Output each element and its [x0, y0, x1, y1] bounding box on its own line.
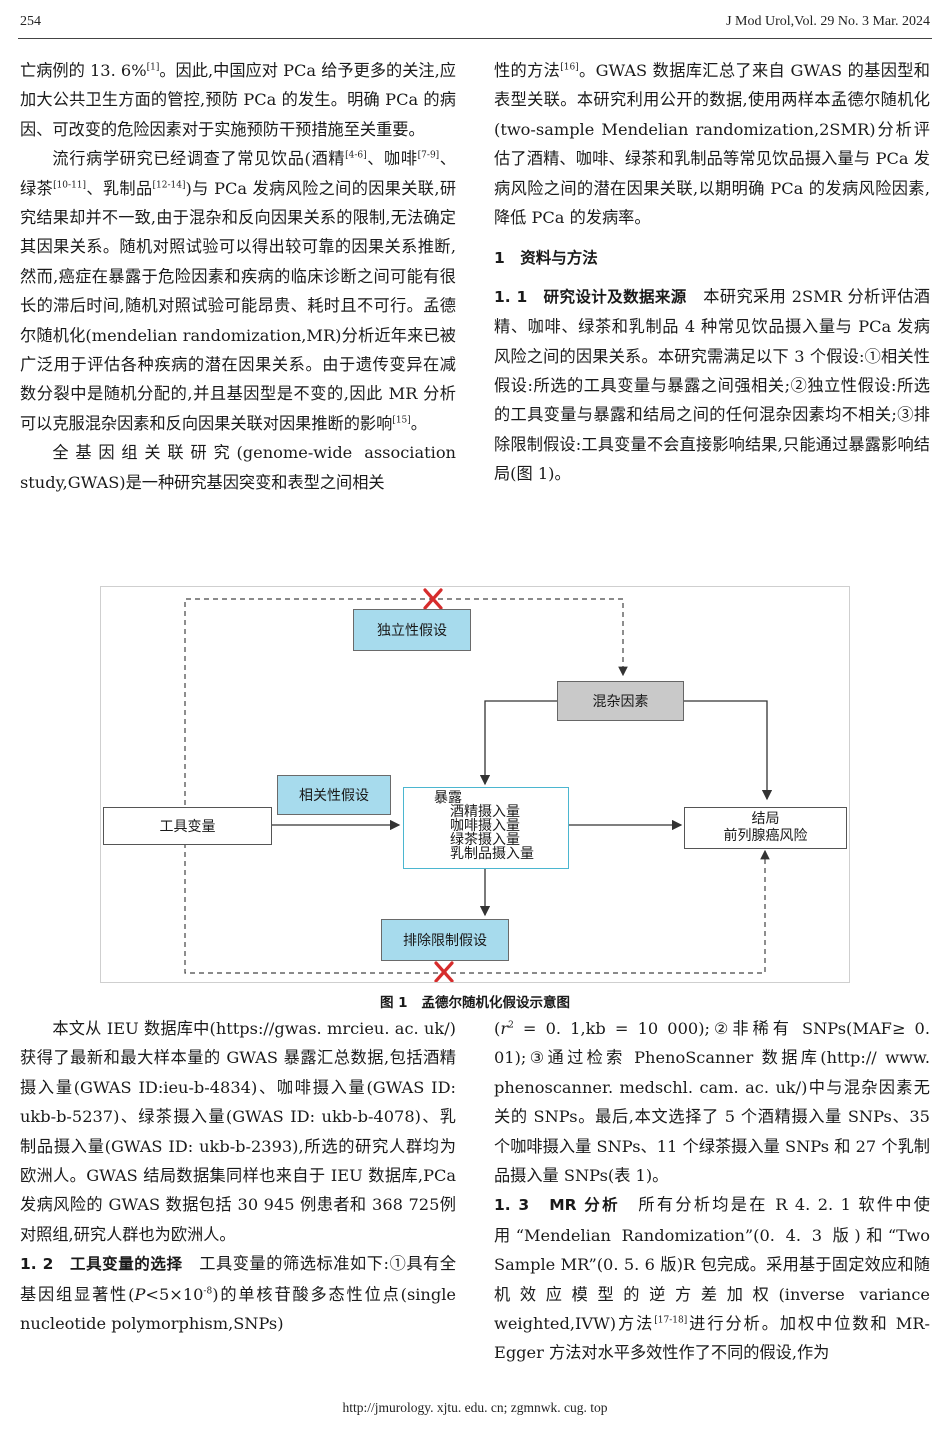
- citation[interactable]: [16]: [560, 62, 579, 73]
- dashed-path-top: [184, 598, 628, 805]
- header-rule: [18, 38, 932, 39]
- citation[interactable]: [1]: [146, 62, 160, 73]
- column-left-top: 亡病例的 13. 6%[1]。因此,中国应对 PCa 给予更多的关注,应加大公共…: [20, 56, 456, 497]
- paragraph: 1. 1 研究设计及数据来源 本研究采用 2SMR 分析评估酒精、咖啡、绿茶和乳…: [494, 286, 930, 484]
- column-right-bottom: (r2 = 0. 1,kb = 10 000);②非稀有 SNPs(MAF≥ 0…: [494, 1014, 930, 1368]
- journal-header: J Mod Urol,Vol. 29 No. 3 Mar. 2024: [726, 14, 930, 29]
- paragraph: 流行病学研究已经调查了常见饮品(酒精[4-6]、咖啡[7-9]、绿茶[10-11…: [20, 149, 457, 433]
- subsection-heading: 1. 2 工具变量的选择: [20, 1255, 183, 1274]
- paragraph: 本文从 IEU 数据库中(https://gwas. mrcieu. ac. u…: [20, 1019, 456, 1244]
- exposure-item: 乳制品摄入量: [450, 846, 534, 862]
- cross-icon: [423, 588, 443, 610]
- independence-assumption-box: 独立性假设: [353, 609, 471, 651]
- exposure-item: 咖啡摄入量: [450, 818, 520, 834]
- paragraph: 亡病例的 13. 6%[1]。因此,中国应对 PCa 给予更多的关注,应加大公共…: [20, 61, 456, 139]
- citation[interactable]: [4-6]: [345, 150, 367, 161]
- subsection-heading: 1. 3 MR 分析: [494, 1196, 620, 1215]
- diagram-lines: [184, 588, 773, 982]
- arrow-confounder-exposure: [479, 700, 557, 786]
- section-heading: 1 资料与方法: [494, 249, 598, 268]
- citation[interactable]: [10-11]: [53, 180, 87, 191]
- outcome-label: 结局: [751, 811, 780, 827]
- paragraph: 1. 2 工具变量的选择 工具变量的筛选标准如下:①具有全基因组显著性(P<5×…: [20, 1254, 457, 1334]
- cross-icon: [434, 961, 454, 982]
- citation[interactable]: [17-18]: [654, 1315, 688, 1326]
- page-number: 254: [20, 14, 41, 29]
- subsection-heading: 1. 1 研究设计及数据来源: [494, 287, 687, 306]
- exposure-item: 酒精摄入量: [450, 804, 520, 820]
- exposure-item: 绿茶摄入量: [450, 832, 520, 848]
- confounder-box: 混杂因素: [557, 681, 684, 721]
- arrow-confounder-outcome: [684, 700, 773, 801]
- paragraph: (r2 = 0. 1,kb = 10 000);②非稀有 SNPs(MAF≥ 0…: [494, 1019, 930, 1186]
- column-left-bottom: 本文从 IEU 数据库中(https://gwas. mrcieu. ac. u…: [20, 1014, 456, 1338]
- exposure-box: 暴露 酒精摄入量 咖啡摄入量 绿茶摄入量 乳制品摄入量: [403, 787, 569, 869]
- outcome-value: 前列腺癌风险: [723, 828, 808, 844]
- outcome-box: 结局 前列腺癌风险: [684, 807, 847, 849]
- dashed-path-bottom: [184, 843, 770, 974]
- exclusion-assumption-box: 排除限制假设: [381, 919, 509, 961]
- paragraph: 性的方法[16]。GWAS 数据库汇总了来自 GWAS 的基因型和表型关联。本研…: [494, 61, 930, 228]
- column-right-top: 性的方法[16]。GWAS 数据库汇总了来自 GWAS 的基因型和表型关联。本研…: [494, 56, 930, 489]
- exposure-heading: 暴露: [434, 790, 462, 806]
- citation[interactable]: [12-14]: [152, 180, 186, 191]
- citation[interactable]: [15]: [392, 415, 411, 426]
- citation[interactable]: [7-9]: [417, 150, 440, 161]
- instrument-variable-box: 工具变量: [103, 807, 272, 845]
- figure-1: 独立性假设 混杂因素 相关性假设 工具变量 暴露 酒精摄入量 咖啡摄入量 绿茶摄…: [100, 586, 850, 983]
- paragraph: 全基因组关联研究(genome-wide association study,G…: [20, 443, 456, 492]
- relevance-assumption-box: 相关性假设: [277, 775, 391, 815]
- footer-urls: http://jmurology. xjtu. edu. cn; zgmnwk.…: [342, 1400, 608, 1415]
- paragraph: 1. 3 MR 分析 所有分析均是在 R 4. 2. 1 软件中使用“Mende…: [494, 1195, 931, 1363]
